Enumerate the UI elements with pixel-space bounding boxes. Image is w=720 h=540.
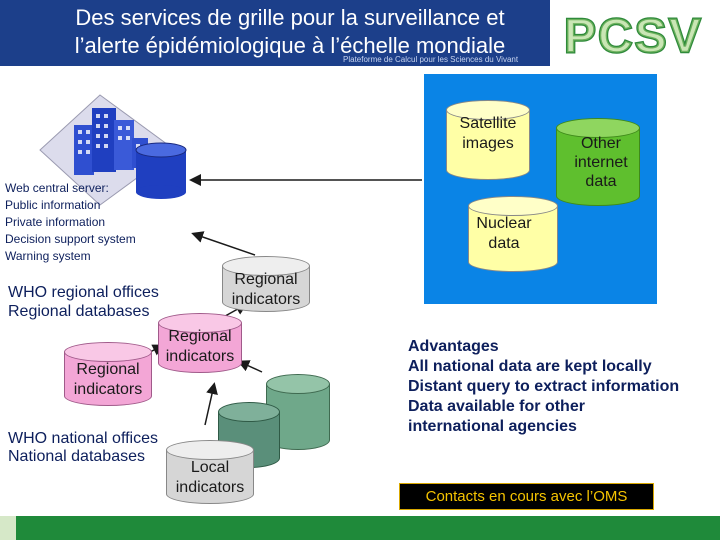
pcsv-logo-graphic: PCSV PCSV [563,9,703,65]
page-title: Des services de grille pour la surveilla… [20,4,560,60]
server-line: Private information [5,215,106,229]
server-line: Public information [5,198,101,212]
local-indicators-cylinder: Local indicators [166,440,254,504]
local-indicators-label: Local indicators [175,459,245,496]
regional-indicators-mid-label: Regional indicators [165,328,235,365]
header-bar: Des services de grille pour la surveilla… [0,0,720,66]
satellite-images-cylinder: Satellite images [446,100,530,180]
server-line: Decision support system [5,232,136,246]
server-cylinder [135,142,187,199]
arrow-regional-to-server [191,231,256,256]
arrow-local-to-mid [204,382,218,426]
advantages-heading: Advantages [408,338,499,355]
advantage-item: All national data are kept locally [408,358,652,375]
regional-indicators-mid-cylinder: Regional indicators [158,313,242,373]
regional-indicators-top-cylinder: Regional indicators [222,256,310,312]
who-regional-offices-text: WHO regional offices Regional databases [8,283,159,321]
advantages-list: Advantages All national data are kept lo… [408,337,679,437]
footer-stripe [0,516,16,540]
national-offices-line: WHO national offices [8,430,158,447]
nuclear-data-cylinder: Nuclear data [468,196,558,272]
svg-text:PCSV: PCSV [564,10,703,63]
title-line-2: l’alerte épidémiologique à l’échelle mon… [74,33,506,58]
advantage-item: Distant query to extract information [408,378,680,395]
advantage-item: international agencies [408,418,577,435]
server-line: Web central server: [5,181,109,195]
page-subtitle: Plateforme de Calcul pour les Sciences d… [343,55,519,64]
nuclear-data-label: Nuclear data [476,215,532,252]
pcsv-logo: PCSV PCSV [550,0,720,66]
regional-indicators-left-label: Regional indicators [73,361,143,398]
regional-indicators-top-label: Regional indicators [231,271,301,308]
other-internet-data-cylinder: Other internet data [556,118,640,206]
who-national-offices-text: WHO national offices National databases [8,430,158,466]
regional-offices-line: Regional databases [8,303,150,320]
footer-bar [0,516,720,540]
svg-text:PCSV: PCSV [564,10,703,63]
title-line-1: Des services de grille pour la surveilla… [75,5,505,30]
arrow-local-teal-to-mid [237,360,263,373]
regional-indicators-left-cylinder: Regional indicators [64,342,152,406]
server-description: Web central server: Public information P… [5,180,136,265]
regional-offices-line: WHO regional offices [8,284,159,301]
building-icon [39,94,176,206]
advantage-item: Data available for other [408,398,585,415]
server-line: Warning system [5,249,91,263]
satellite-images-label: Satellite images [459,115,517,152]
contacts-box: Contacts en cours avec l’OMS [399,483,654,510]
other-internet-data-label: Other internet data [574,135,628,190]
national-offices-line: National databases [8,448,145,465]
